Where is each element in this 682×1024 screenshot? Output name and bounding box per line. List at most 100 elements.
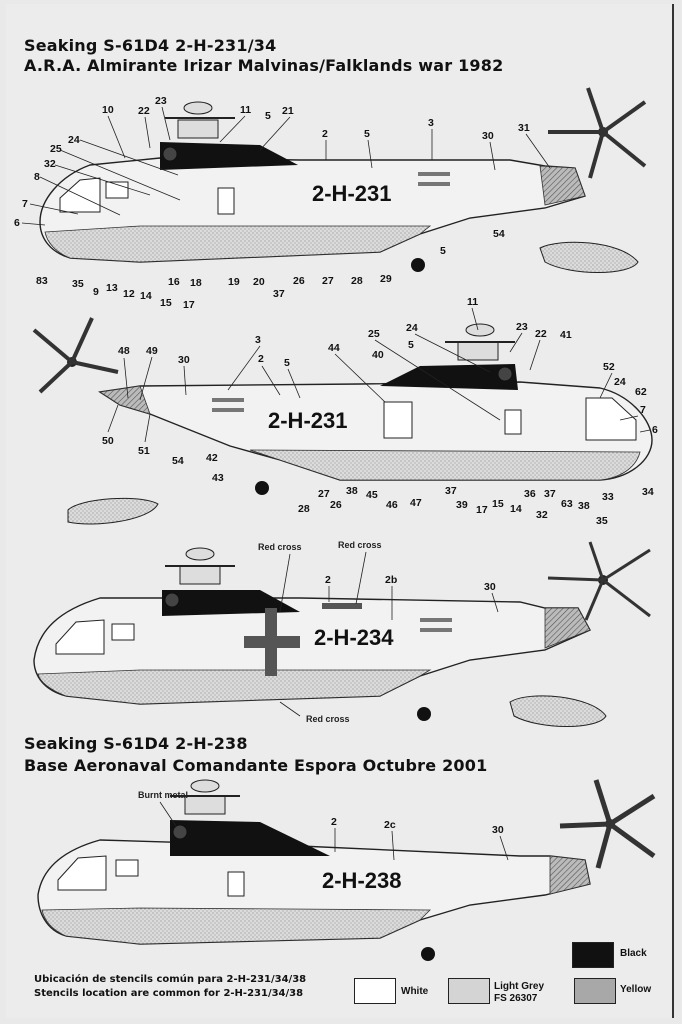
legend-swatch-yellow [574, 978, 616, 1004]
svg-text:24: 24 [614, 376, 626, 388]
svg-text:8: 8 [34, 171, 40, 183]
legend-black-label: Black [620, 948, 647, 959]
footnote-english: Stencils location are common for 2-H-231… [34, 988, 304, 999]
section1-title: Seaking S-61D4 2-H-231/34 [24, 36, 277, 55]
svg-text:26: 26 [293, 275, 305, 287]
legend-light-grey-code: FS 26307 [494, 993, 538, 1004]
svg-text:38: 38 [346, 485, 358, 497]
svg-text:31: 31 [518, 122, 530, 134]
svg-text:5: 5 [408, 339, 414, 351]
registration-view-3: 2-H-234 [314, 625, 394, 650]
svg-text:5: 5 [265, 110, 271, 122]
svg-text:18: 18 [190, 277, 202, 289]
svg-text:5: 5 [284, 357, 290, 369]
svg-text:32: 32 [536, 509, 548, 521]
legend-swatch-light-grey [448, 978, 490, 1004]
svg-text:27: 27 [322, 275, 334, 287]
registration-view-4: 2-H-238 [322, 868, 401, 893]
svg-text:37: 37 [544, 488, 556, 500]
svg-text:23: 23 [516, 321, 528, 333]
callouts-view-3: Red cross Red cross Red cross 2 2b 30 [258, 540, 499, 724]
svg-text:30: 30 [482, 130, 494, 142]
svg-text:19: 19 [228, 276, 240, 288]
section2-subtitle: Base Aeronaval Comandante Espora Octubre… [24, 756, 488, 775]
svg-text:48: 48 [118, 345, 130, 357]
svg-text:2: 2 [258, 353, 264, 365]
svg-text:62: 62 [635, 386, 647, 398]
svg-text:7: 7 [22, 198, 28, 210]
svg-text:41: 41 [560, 329, 572, 341]
helicopter-view-1: 2-H-231 [39, 87, 647, 273]
svg-text:25: 25 [50, 143, 62, 155]
svg-text:24: 24 [68, 134, 80, 146]
svg-text:54: 54 [493, 228, 505, 240]
svg-text:34: 34 [642, 486, 654, 498]
note-red-cross-3: Red cross [306, 714, 350, 724]
svg-text:22: 22 [138, 105, 150, 117]
svg-text:17: 17 [183, 299, 195, 311]
note-red-cross-2: Red cross [338, 540, 382, 550]
svg-text:32: 32 [44, 158, 56, 170]
svg-text:2: 2 [331, 816, 337, 828]
footnote-spanish: Ubicación de stencils común para 2-H-231… [34, 974, 307, 985]
helicopter-view-3: 2-H-234 [33, 541, 651, 727]
note-red-cross-1: Red cross [258, 542, 302, 552]
svg-text:40: 40 [372, 349, 384, 361]
svg-text:5: 5 [364, 128, 370, 140]
svg-text:35: 35 [72, 278, 84, 290]
svg-text:42: 42 [206, 452, 218, 464]
svg-text:12: 12 [123, 288, 135, 300]
section1-subtitle: A.R.A. Almirante Irizar Malvinas/Falklan… [24, 56, 504, 75]
svg-text:39: 39 [456, 499, 468, 511]
svg-text:47: 47 [410, 497, 422, 509]
svg-text:6: 6 [652, 424, 658, 436]
svg-text:29: 29 [380, 273, 392, 285]
svg-text:3: 3 [255, 334, 261, 346]
svg-text:20: 20 [253, 276, 265, 288]
svg-text:15: 15 [160, 297, 172, 309]
svg-text:36: 36 [524, 488, 536, 500]
legend-swatch-black [572, 942, 614, 968]
svg-text:43: 43 [212, 472, 224, 484]
callouts-view-1: 10 22 23 11 5 21 2 5 3 30 31 24 25 32 8 … [14, 95, 551, 311]
note-burnt-metal: Burnt metal [138, 790, 188, 800]
section2-title: Seaking S-61D4 2-H-238 [24, 734, 248, 753]
svg-text:7: 7 [640, 404, 646, 416]
svg-text:21: 21 [282, 105, 294, 117]
legend-light-grey-label: Light Grey [494, 981, 545, 992]
svg-text:14: 14 [510, 503, 522, 515]
svg-text:83: 83 [36, 275, 48, 287]
svg-text:37: 37 [445, 485, 457, 497]
svg-text:28: 28 [298, 503, 310, 515]
svg-text:11: 11 [467, 296, 478, 308]
legend-swatch-white [354, 978, 396, 1004]
svg-text:2b: 2b [385, 574, 397, 586]
svg-text:11: 11 [240, 104, 251, 116]
legend-white-label: White [401, 986, 429, 997]
svg-text:3: 3 [428, 117, 434, 129]
svg-text:63: 63 [561, 498, 573, 510]
svg-text:24: 24 [406, 322, 418, 334]
callouts-view-4: Burnt metal 2 2c 30 [138, 790, 509, 861]
svg-text:22: 22 [535, 328, 547, 340]
svg-text:54: 54 [172, 455, 184, 467]
svg-text:49: 49 [146, 345, 158, 357]
svg-text:26: 26 [330, 499, 342, 511]
svg-text:50: 50 [102, 435, 114, 447]
svg-text:30: 30 [484, 581, 496, 593]
svg-text:10: 10 [102, 104, 114, 116]
svg-text:35: 35 [596, 515, 608, 527]
legend-yellow-label: Yellow [620, 984, 652, 995]
svg-text:14: 14 [140, 290, 152, 302]
helicopter-view-2: 2-H-231 [32, 317, 653, 525]
svg-text:46: 46 [386, 499, 398, 511]
svg-text:45: 45 [366, 489, 378, 501]
svg-text:28: 28 [351, 275, 363, 287]
svg-text:2c: 2c [384, 819, 396, 831]
svg-text:9: 9 [93, 286, 99, 298]
svg-text:23: 23 [155, 95, 167, 107]
registration-view-1: 2-H-231 [312, 181, 391, 206]
helicopter-view-4: 2-H-238 [37, 779, 656, 961]
svg-text:13: 13 [106, 282, 118, 294]
